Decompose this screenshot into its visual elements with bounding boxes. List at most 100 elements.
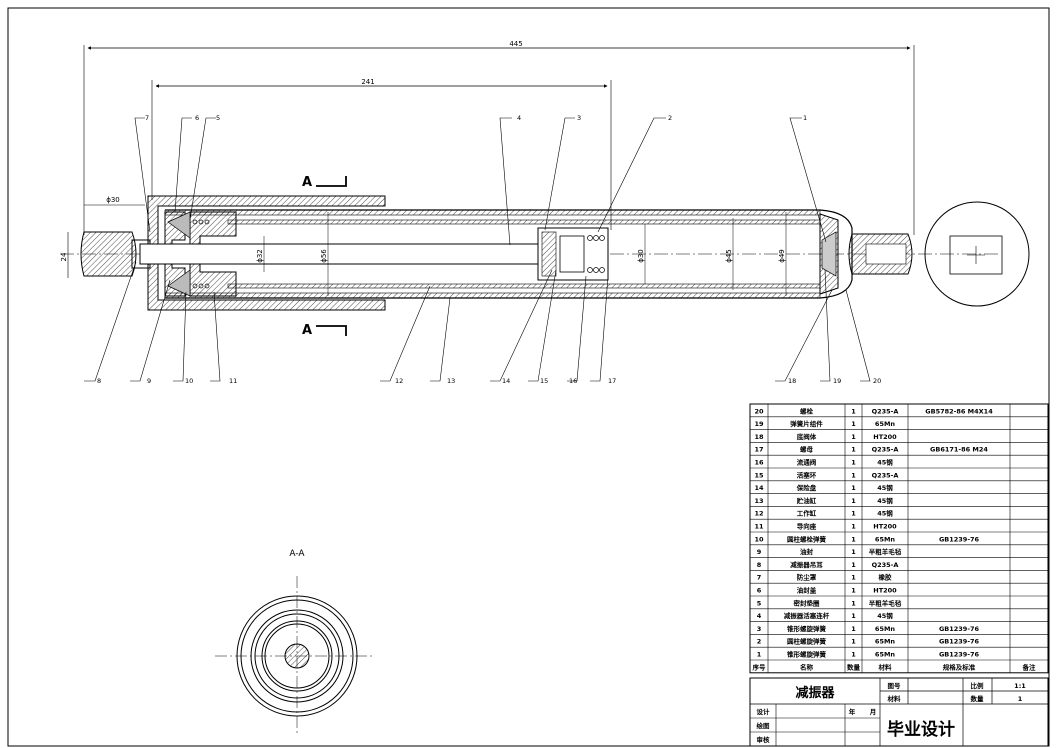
part-standard-1: GB1239-76: [939, 651, 980, 659]
part-no-16: 16: [754, 459, 764, 467]
part-material-13: 45钢: [877, 496, 893, 505]
balloon-17: 17: [608, 377, 616, 385]
part-name-7: 防尘罩: [797, 573, 817, 582]
balloon-6: 6: [195, 114, 199, 122]
part-material-5: 半粗羊毛毡: [869, 598, 902, 607]
dim-24: 24: [60, 252, 68, 261]
drawer-label: 绘图: [757, 721, 771, 730]
project-title: 毕业设计: [887, 719, 955, 740]
part-material-20: Q235-A: [872, 407, 899, 415]
balloon-11: 11: [229, 377, 237, 385]
part-name-20: 螺栓: [800, 406, 814, 415]
part-qty-12: 1: [851, 510, 856, 518]
balloon-1: 1: [803, 114, 807, 122]
part-no-2: 2: [757, 638, 762, 646]
part-qty-7: 1: [851, 574, 856, 582]
part-no-10: 10: [754, 535, 764, 543]
part-standard-20: GB5782-86 M4X14: [925, 407, 993, 415]
part-material-17: Q235-A: [872, 446, 899, 454]
part-qty-15: 1: [851, 471, 856, 479]
section-letter-top: A: [302, 175, 312, 190]
part-no-9: 9: [757, 548, 762, 556]
balloon-14: 14: [502, 377, 510, 385]
shock-absorber-assembly: ϕ32 ϕ56 ϕ30 ϕ45 ϕ49 A A: [60, 175, 1000, 338]
balloon-3: 3: [577, 114, 581, 122]
dim-d30-left: ϕ30: [106, 196, 120, 204]
year-label: 年: [849, 707, 856, 716]
section-marker-bottom: A: [302, 323, 347, 338]
part-material-2: 65Mn: [875, 638, 896, 646]
part-no-14: 14: [754, 484, 764, 492]
header-note: 备注: [1022, 662, 1037, 671]
part-name-12: 工作缸: [797, 509, 817, 518]
part-qty-17: 1: [851, 446, 856, 454]
dim-d30-mid: ϕ30: [637, 249, 645, 263]
dim-d56: ϕ56: [320, 249, 328, 263]
balloon-7: 7: [145, 114, 149, 122]
part-standard-2: GB1239-76: [939, 638, 980, 646]
product-name: 减振器: [795, 685, 835, 701]
balloon-20: 20: [873, 377, 881, 385]
balloon-19: 19: [833, 377, 841, 385]
balloon-13: 13: [447, 377, 455, 385]
part-material-4: 45钢: [877, 611, 893, 620]
material-label: 材料: [887, 694, 902, 703]
part-no-15: 15: [754, 471, 764, 479]
section-title: A-A: [289, 549, 305, 559]
part-qty-5: 1: [851, 599, 856, 607]
part-qty-6: 1: [851, 587, 856, 595]
dim-445: 445: [509, 40, 522, 48]
balloons-bottom: [84, 261, 871, 382]
part-no-6: 6: [757, 587, 762, 595]
section-view-aa: A-A: [215, 549, 375, 736]
part-qty-19: 1: [851, 420, 856, 428]
qty-value: 1: [1018, 695, 1023, 703]
header-name: 名称: [800, 662, 814, 671]
part-no-20: 20: [754, 407, 764, 415]
sheet-border: [7, 7, 1050, 747]
part-no-8: 8: [757, 561, 762, 569]
checker-label: 审核: [757, 735, 771, 744]
part-no-4: 4: [757, 612, 762, 620]
scale-label: 比例: [971, 681, 985, 690]
part-qty-10: 1: [851, 535, 856, 543]
part-no-13: 13: [754, 497, 763, 505]
balloon-9: 9: [147, 377, 151, 385]
part-material-7: 橡胶: [879, 573, 893, 582]
part-qty-9: 1: [851, 548, 856, 556]
part-standard-17: GB6171-86 M24: [930, 446, 988, 454]
designer-label: 设计: [757, 707, 771, 716]
dimension-24: 24: [60, 232, 69, 278]
part-name-18: 底阀体: [797, 432, 817, 441]
part-qty-1: 1: [851, 651, 856, 659]
dim-d32: ϕ32: [256, 249, 264, 263]
part-no-1: 1: [757, 651, 762, 659]
part-name-8: 减振器吊耳: [790, 560, 823, 569]
part-name-17: 螺母: [800, 445, 814, 454]
header-material: 材料: [878, 662, 893, 671]
dim-d49: ϕ49: [778, 249, 786, 263]
part-qty-16: 1: [851, 459, 856, 467]
dim-d45: ϕ45: [725, 249, 733, 263]
balloon-16: 16: [569, 377, 577, 385]
title-block: 减振器 图号 材料 比例 1:1 数量 1 设计 绘图 审核 年 月 毕业设计: [749, 677, 1049, 747]
part-name-11: 导向座: [797, 522, 817, 531]
balloon-8: 8: [97, 377, 101, 385]
part-qty-13: 1: [851, 497, 856, 505]
part-no-7: 7: [757, 574, 762, 582]
balloon-12: 12: [395, 377, 403, 385]
part-material-19: 65Mn: [875, 420, 896, 428]
part-standard-3: GB1239-76: [939, 625, 980, 633]
part-material-10: 65Mn: [875, 535, 896, 543]
part-name-6: 油封盖: [797, 586, 817, 595]
part-name-9: 油封: [800, 547, 814, 556]
part-material-12: 45钢: [877, 509, 893, 518]
part-name-4: 减振器活塞连杆: [784, 611, 830, 620]
part-qty-3: 1: [851, 625, 856, 633]
drawing-no-label: 图号: [888, 681, 902, 690]
dimension-overall: 445: [83, 40, 915, 235]
part-standard-10: GB1239-76: [939, 535, 980, 543]
part-name-14: 保险盘: [796, 483, 817, 492]
